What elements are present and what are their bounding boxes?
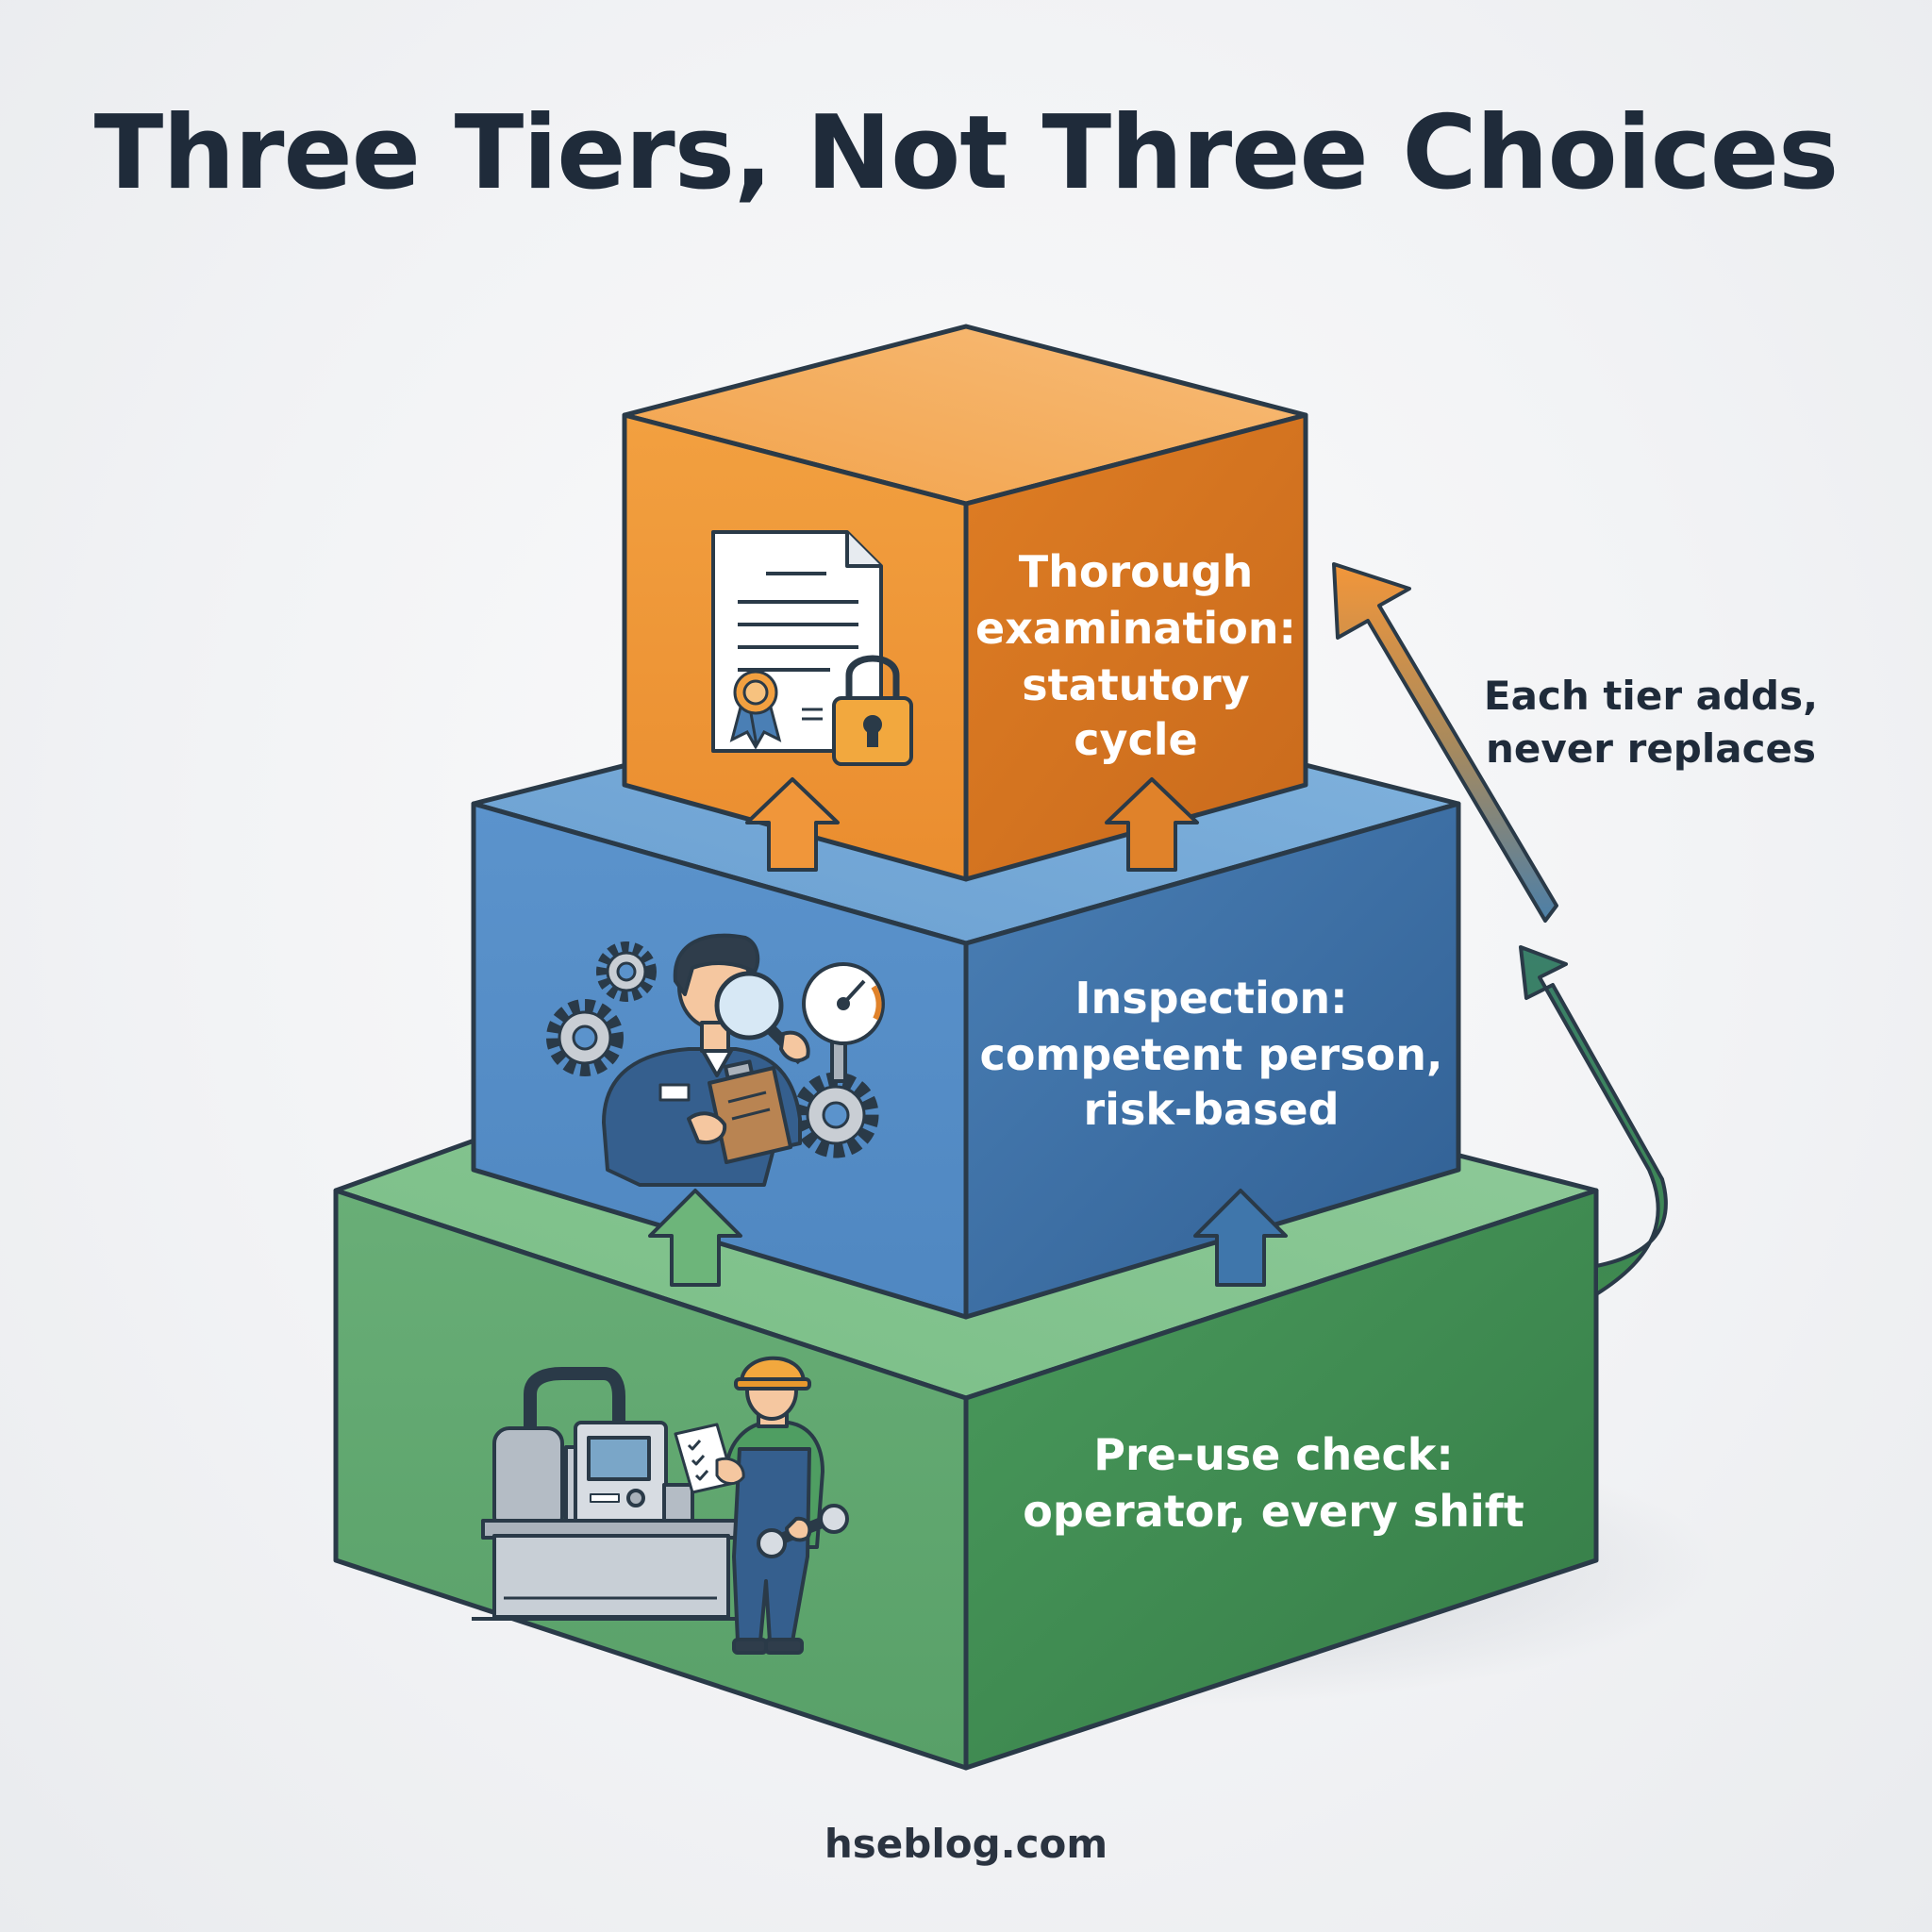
clipboard-icon (687, 1059, 792, 1164)
progression-arrow-lower (1519, 945, 1668, 1296)
tier-bottom-label-line-1: Pre-use check: (1093, 1429, 1454, 1480)
up-arrow-icon (745, 777, 840, 872)
checklist-icon (674, 1423, 745, 1494)
tier-top-label-line-1: Thorough (1019, 546, 1253, 597)
tier-middle-side-face (963, 801, 1461, 1320)
tier-bottom-label-line-2: operator, every shift (1023, 1486, 1524, 1537)
tier-bottom-side-face (963, 1188, 1599, 1771)
wrench-icon (757, 1504, 849, 1558)
tier-top-side-face (963, 412, 1308, 882)
progression-arrow (1332, 562, 1668, 1296)
up-arrow-icon (648, 1189, 742, 1287)
award-seal-icon (729, 670, 782, 750)
padlock-icon (832, 655, 913, 766)
up-arrow-icon (1105, 777, 1199, 872)
gear-icon (596, 941, 657, 1002)
footer-source: hseblog.com (824, 1821, 1108, 1867)
tier-middle-label-line-2: competent person, (980, 1029, 1443, 1080)
tier-top-label-line-2: examination: (975, 603, 1296, 654)
gear-icon (546, 999, 624, 1076)
tier-middle-label-line-3: risk-based (1084, 1084, 1340, 1135)
tier-middle-label-line-1: Inspection: (1074, 973, 1347, 1024)
tier-top-label-line-3: statutory (1022, 659, 1249, 710)
tier-top-label-line-4: cycle (1074, 714, 1198, 765)
progression-arrow-upper (1332, 562, 1558, 923)
pressure-gauge-icon (802, 962, 885, 1083)
side-note-line-2: never replaces (1486, 725, 1816, 772)
up-arrow-icon (1193, 1189, 1288, 1287)
magnifying-glass-icon (714, 971, 810, 1065)
machine-icon (472, 1367, 740, 1621)
page-title: Three Tiers, Not Three Choices (93, 94, 1840, 212)
side-note-line-1: Each tier adds, (1484, 673, 1818, 719)
